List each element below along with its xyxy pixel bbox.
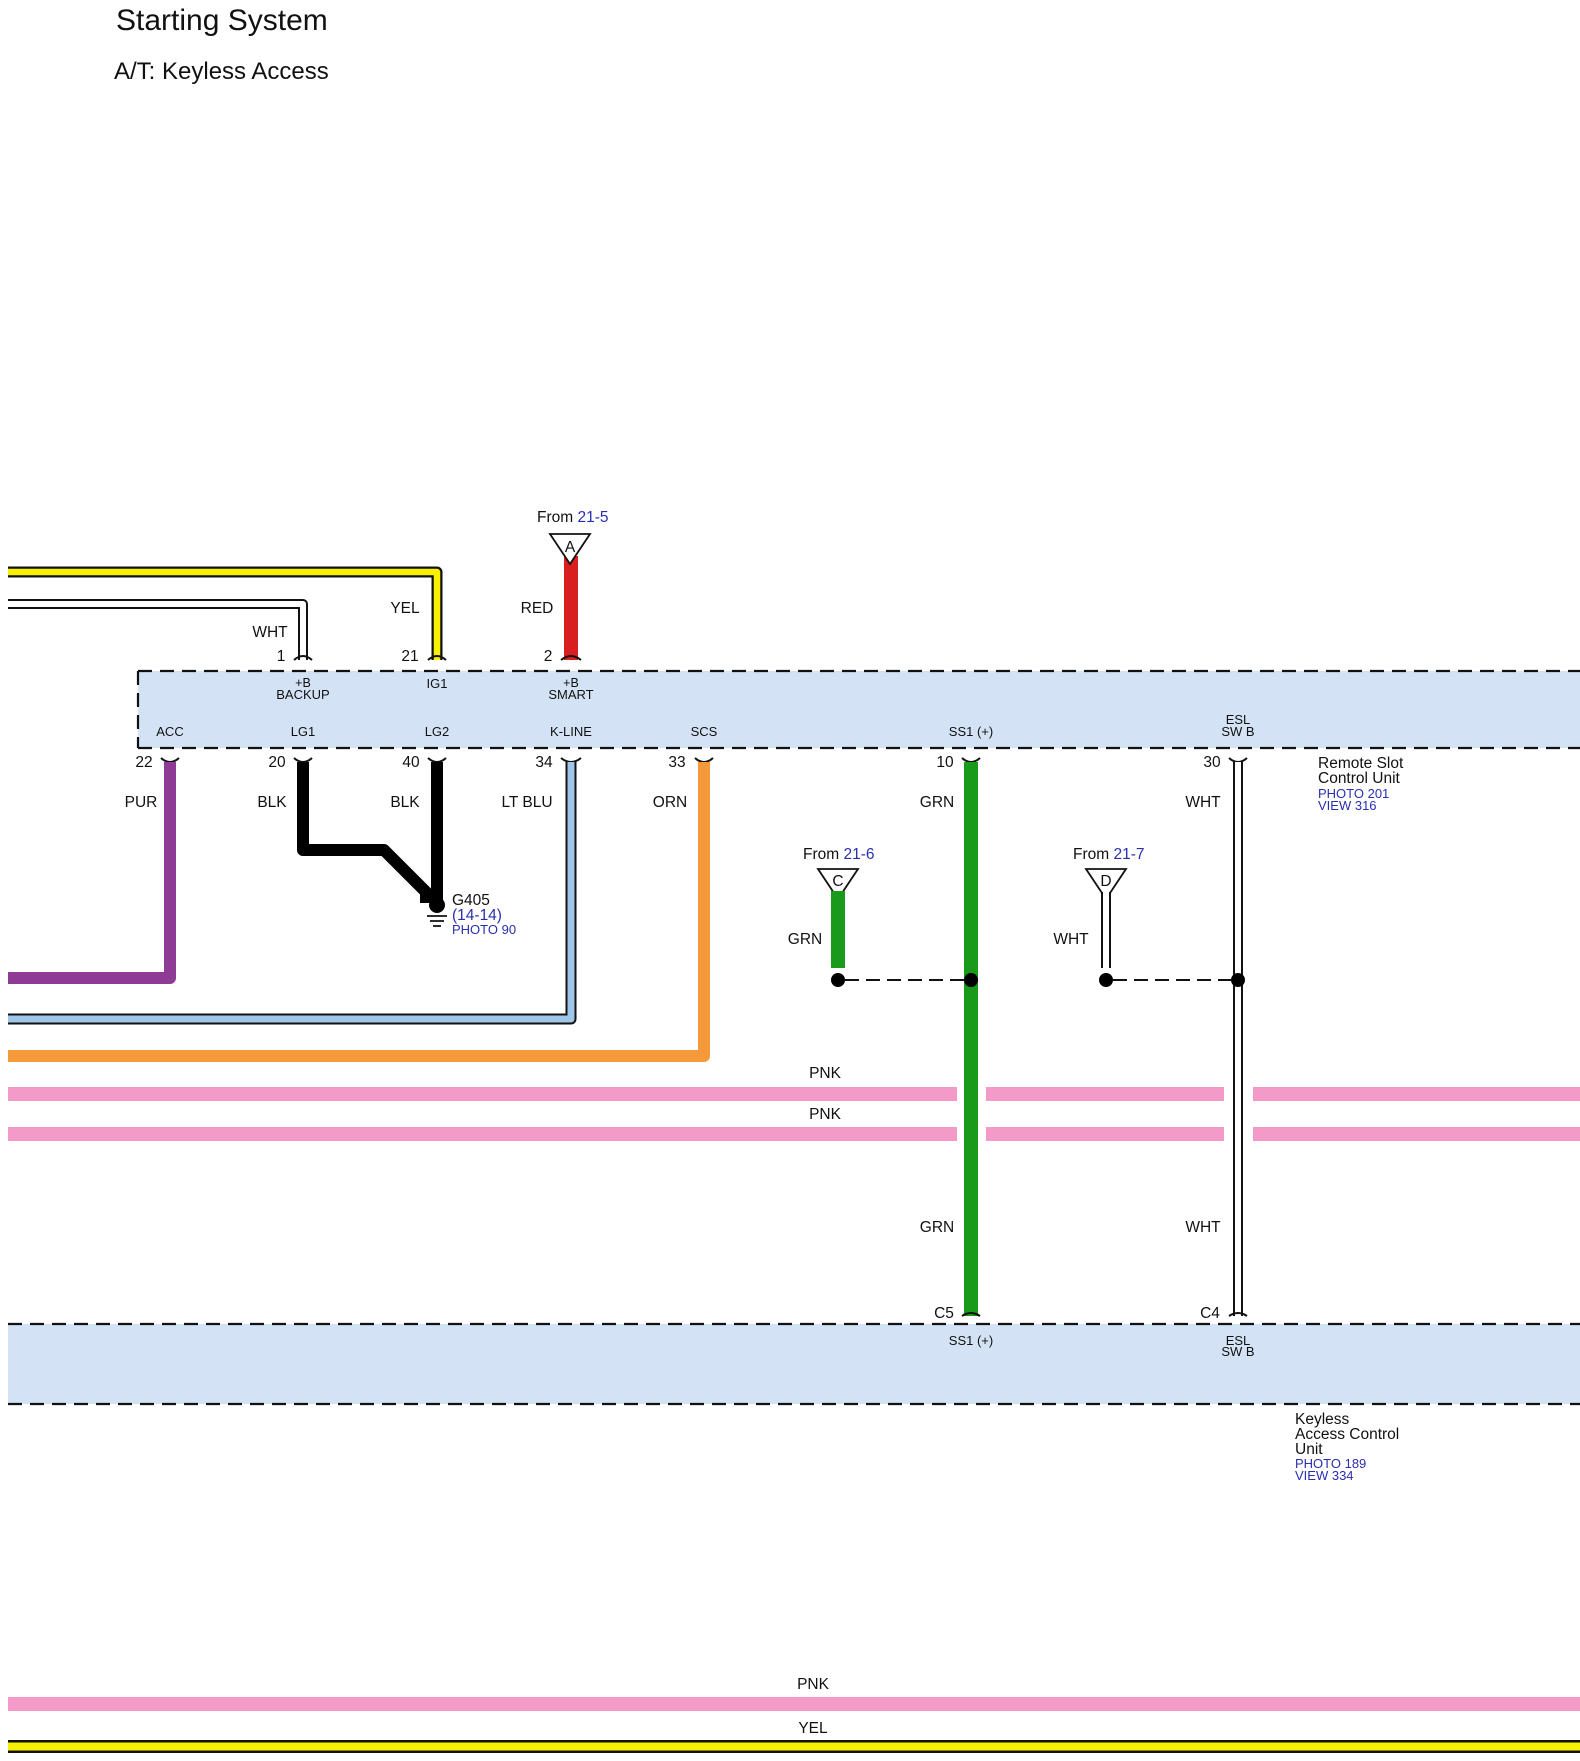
wire-pur-acc (8, 762, 176, 984)
page-subtitle: A/T: Keyless Access (114, 58, 329, 85)
ground-g405-icon (429, 897, 445, 913)
wire-label-pnk-1: PNK (809, 1065, 842, 1082)
wire-grn-ss1 (964, 762, 978, 1316)
pin-label-esl-2: SW B (1221, 724, 1254, 739)
pin-label-smart-1: +B (563, 676, 579, 690)
from-a-text: From (537, 509, 573, 526)
pin-label-backup-1: +B (295, 676, 311, 690)
pin-number-33: 33 (668, 754, 685, 771)
pin-number-c5: C5 (934, 1305, 954, 1322)
pin-number-c4: C4 (1200, 1305, 1220, 1322)
connector-a-letter: A (565, 539, 576, 556)
svg-text:From 21-6: From 21-6 (803, 846, 875, 863)
wire-label-pnk-2: PNK (809, 1106, 842, 1123)
wire-pnk-2 (8, 1127, 1580, 1141)
from-d-ref-link[interactable]: 21-7 (1113, 846, 1144, 863)
connector-d-letter: D (1100, 873, 1111, 890)
keyless-access-control-unit-box[interactable] (8, 1324, 1580, 1404)
pin-label-backup-2: BACKUP (276, 687, 329, 702)
wire-label-yel-bottom: YEL (798, 1720, 828, 1737)
wire-label-red: RED (521, 600, 554, 617)
from-c-text: From (803, 846, 839, 863)
svg-text:From 21-5: From 21-5 (537, 509, 609, 526)
keyless-pin-label-esl-2: SW B (1221, 1344, 1254, 1359)
wire-yel-ig1 (8, 566, 443, 660)
pin-label-ig1: IG1 (427, 676, 448, 691)
remote-slot-view-link[interactable]: VIEW 316 (1318, 798, 1377, 813)
wire-label-yel: YEL (390, 600, 420, 617)
wire-label-grn-2: GRN (920, 1219, 954, 1236)
pin-label-scs: SCS (691, 724, 718, 739)
keyless-name-2: Access Control (1295, 1426, 1399, 1443)
remote-slot-name-1: Remote Slot (1318, 755, 1404, 772)
wire-pnk-3 (8, 1697, 1580, 1711)
keyless-pin-label-esl-1: ESL (1226, 1333, 1251, 1348)
ground-g405-ref-link[interactable]: (14-14) (452, 907, 502, 924)
pin-label-smart-2: SMART (548, 687, 593, 702)
wire-label-wht-2: WHT (1185, 1219, 1221, 1236)
remote-slot-control-unit-box[interactable] (138, 671, 1580, 748)
connector-c-letter: C (832, 873, 843, 890)
connector-d-icon (1084, 868, 1128, 901)
pin-number-1: 1 (277, 648, 286, 665)
wire-label-pnk-3: PNK (797, 1676, 830, 1693)
wire-label-pur: PUR (125, 794, 158, 811)
wire-pnk-1 (8, 1087, 1580, 1101)
pin-number-40: 40 (402, 754, 420, 771)
page-title: Starting System (116, 4, 328, 37)
pin-label-kline: K-LINE (550, 724, 592, 739)
wire-label-wht-1: WHT (1185, 794, 1221, 811)
pin-label-acc: ACC (156, 724, 183, 739)
keyless-name-1: Keyless (1295, 1411, 1350, 1428)
wire-label-grn-1: GRN (920, 794, 954, 811)
remote-slot-photo-link[interactable]: PHOTO 201 (1318, 786, 1389, 801)
wire-label-wht: WHT (252, 624, 288, 641)
keyless-pin-label-ss1: SS1 (+) (949, 1333, 993, 1348)
keyless-view-link[interactable]: VIEW 334 (1295, 1468, 1354, 1483)
wire-label-blk-2: BLK (390, 794, 420, 811)
pin-number-34: 34 (535, 754, 553, 771)
remote-slot-name-2: Control Unit (1318, 770, 1401, 787)
connector-c-icon (816, 868, 860, 901)
pin-label-esl-1: ESL (1226, 712, 1251, 727)
wire-label-grn-c: GRN (788, 931, 822, 948)
wire-label-blk-1: BLK (257, 794, 287, 811)
ground-g405-name: G405 (452, 892, 490, 909)
wire-label-wht-d: WHT (1053, 931, 1089, 948)
wire-grn-from-c (831, 891, 845, 968)
keyless-name-3: Unit (1295, 1441, 1323, 1458)
wire-orn-scs (8, 762, 710, 1062)
svg-text:From 21-7: From 21-7 (1073, 846, 1145, 863)
pin-number-30: 30 (1203, 754, 1221, 771)
pin-number-21: 21 (401, 648, 418, 665)
from-d-text: From (1073, 846, 1109, 863)
from-a-ref-link[interactable]: 21-5 (577, 509, 608, 526)
pin-number-2: 2 (544, 648, 553, 665)
pin-label-lg2: LG2 (425, 724, 450, 739)
wire-label-orn: ORN (653, 794, 687, 811)
wire-label-ltblu: LT BLU (501, 794, 552, 811)
connector-a-icon (548, 533, 592, 566)
ground-g405-photo-link[interactable]: PHOTO 90 (452, 922, 516, 937)
pin-number-10: 10 (936, 754, 954, 771)
pin-number-20: 20 (268, 754, 286, 771)
wire-red-smart (564, 556, 578, 660)
pin-label-ss1: SS1 (+) (949, 724, 993, 739)
pin-label-lg1: LG1 (291, 724, 316, 739)
pin-number-22: 22 (135, 754, 152, 771)
from-c-ref-link[interactable]: 21-6 (843, 846, 874, 863)
wire-blk-lg1 (297, 762, 432, 903)
keyless-photo-link[interactable]: PHOTO 189 (1295, 1456, 1366, 1471)
